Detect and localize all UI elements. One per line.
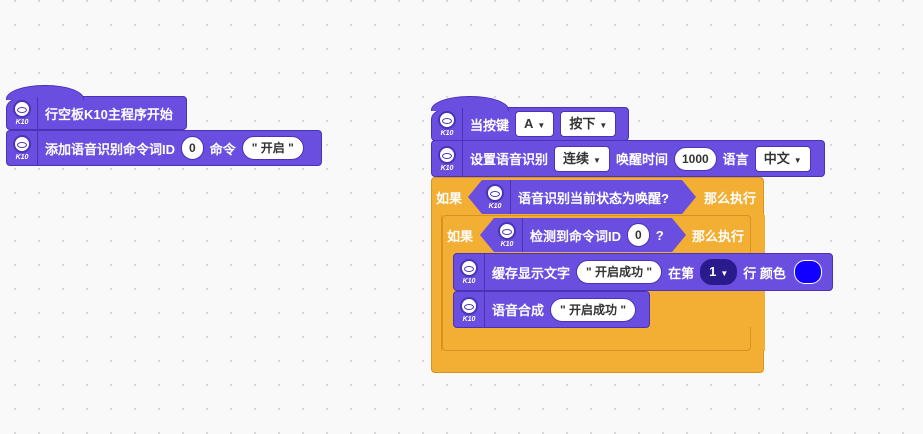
k10-extension-icon: K10 [480,180,511,214]
main-program-label: 行空板K10主程序开始 [45,106,173,122]
button-key-dropdown[interactable]: A▼ [515,111,555,137]
k10-extension-icon: K10 [492,218,523,252]
detected-id-input[interactable]: 0 [627,223,650,247]
cache-text-label: 缓存显示文字 [492,265,571,281]
command-label: 命令 [209,141,236,157]
speech-synthesis-label: 语音合成 [492,303,545,318]
chevron-down-icon: ▼ [793,155,802,165]
speech-text-input[interactable]: " 开启成功 " [550,297,637,322]
setup-voice-recognition-block[interactable]: K10 设置语音识别 连续▼ 唤醒时间 1000 语言 中文▼ [431,140,825,177]
line-number-dropdown[interactable]: 1▼ [700,259,738,285]
if2-then-label: 那么执行 [692,229,745,244]
chevron-down-icon: ▼ [599,121,608,130]
k10-extension-icon: K10 [454,292,485,327]
cache-text-input[interactable]: " 开启成功 " [576,260,663,284]
wake-time-input[interactable]: 1000 [673,146,717,171]
setup-voice-label: 设置语音识别 [470,152,549,167]
wake-time-label: 唤醒时间 [615,152,668,167]
k10-extension-icon: K10 [432,141,463,176]
if1-label: 如果 [436,191,463,206]
main-program-start-block[interactable]: K10 行空板K10主程序开始 [6,85,187,130]
speech-synthesis-block[interactable]: K10 语音合成 " 开启成功 " [453,291,650,328]
voice-wake-condition[interactable]: K10 语音识别当前状态为唤醒? [468,180,696,214]
add-voice-command-block[interactable]: K10 添加语音识别命令词ID 0 命令 " 开启 " [6,130,322,166]
command-id-input[interactable]: 0 [181,136,204,160]
chevron-down-icon: ▼ [593,155,601,165]
when-button-pressed-block[interactable]: K10 当按键 A▼ 按下▼ [431,96,629,141]
chevron-down-icon: ▼ [537,121,546,130]
cache-display-text-block[interactable]: K10 缓存显示文字 " 开启成功 " 在第 1▼ 行 颜色 [453,253,833,291]
k10-extension-icon: K10 [454,254,485,290]
k10-extension-icon: K10 [7,131,38,165]
line-label: 在第 [668,265,695,281]
command-detected-condition[interactable]: K10 检测到命令词ID 0 ? [480,218,686,252]
k10-extension-icon: K10 [7,97,38,129]
voice-wake-condition-label: 语音识别当前状态为唤醒? [518,190,669,206]
color-picker[interactable] [793,260,822,284]
if1-then-label: 那么执行 [704,191,757,206]
color-label: 行 颜色 [743,265,786,281]
command-text-input[interactable]: " 开启 " [241,136,304,160]
language-label: 语言 [722,152,749,167]
question-mark-label: ? [655,227,664,243]
command-detected-label: 检测到命令词ID [530,228,622,244]
if2-label: 如果 [447,229,474,244]
language-dropdown[interactable]: 中文▼ [754,145,811,172]
k10-extension-icon: K10 [432,108,463,140]
chevron-down-icon: ▼ [720,269,729,278]
when-button-label: 当按键 [470,117,510,133]
recognition-mode-dropdown[interactable]: 连续▼ [554,145,610,172]
add-voice-command-label: 添加语音识别命令词ID [45,141,176,157]
button-action-dropdown[interactable]: 按下▼ [560,111,617,137]
